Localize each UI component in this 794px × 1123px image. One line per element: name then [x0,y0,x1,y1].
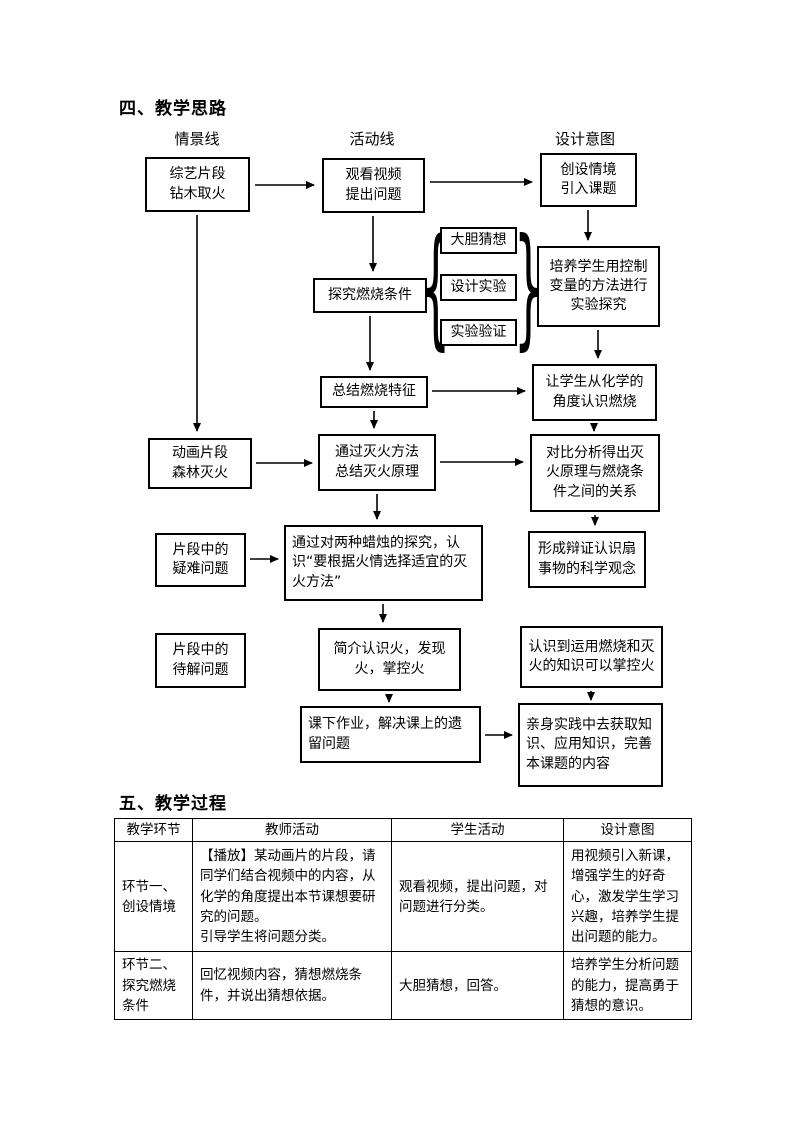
box-variety-clip: 综艺片段 钻木取火 [145,157,250,212]
table-row: 环节二、探究燃烧条件 回忆视频内容，猜想燃烧条件，并说出猜想依据。 大胆猜想，回… [114,951,692,1020]
box-chemistry-view: 让学生从化学的角度认识燃烧 [532,364,657,421]
box-intro-fire: 简介认识火，发现火，掌控火 [318,628,461,691]
column-label-scenario-line: 情景线 [174,130,220,148]
teaching-process-table: 教学环节 教师活动 学生活动 设计意图 环节一、创设情境 【播放】某动画片的片段… [114,817,692,1020]
box-design-experiment: 设计实验 [440,274,517,301]
cell-student-activity: 观看视频，提出问题，对问题进行分类。 [391,841,564,953]
section2-title: 五、教学过程 [119,794,227,814]
box-pending-questions: 片段中的 待解问题 [155,633,246,688]
box-practice: 亲身实践中去获取知识、应用知识，完善本课题的内容 [518,703,663,787]
cell-stage: 环节一、创设情境 [114,841,193,953]
brace-right: } [514,209,544,363]
box-contrast-analysis: 对比分析得出灭火原理与燃烧条件之间的关系 [530,434,660,512]
box-explore-conditions: 探究燃烧条件 [313,278,427,313]
box-extinguish-method: 通过灭火方法 总结灭火原理 [318,434,436,491]
cell-student-activity: 大胆猜想，回答。 [391,951,564,1020]
box-animation-clip: 动画片段 森林灭火 [148,438,252,489]
box-master-fire: 认识到运用燃烧和灭火的知识可以掌控火 [520,626,663,688]
box-watch-video: 观看视频 提出问题 [322,158,425,213]
col-header-stage: 教学环节 [114,817,193,843]
box-homework: 课下作业，解决课上的遗留问题 [300,706,481,763]
cell-design-intent: 用视频引入新课，增强学生的好奇心，激发学生学习兴趣，培养学生提出问题的能力。 [563,841,692,953]
cell-teacher-activity: 【播放】某动画片的片段，请同学们结合视频中的内容，从化学的角度提出本节课想要研究… [192,841,392,953]
box-dialectic-view: 形成辩证认识扇事物的科学观念 [528,531,646,588]
col-header-teacher-activity: 教师活动 [192,817,392,843]
table-header-row: 教学环节 教师活动 学生活动 设计意图 [114,817,692,843]
box-bold-guess: 大胆猜想 [440,227,517,254]
box-summarize-features: 总结燃烧特征 [320,376,428,408]
box-difficult-questions: 片段中的 疑难问题 [155,533,246,587]
box-candle-exploration: 通过对两种蜡烛的探究，认识“要根据火情选择适宜的灭火方法” [284,525,483,601]
col-header-student-activity: 学生活动 [391,817,564,843]
section1-title: 四、教学思路 [119,99,227,119]
cell-design-intent: 培养学生分析问题的能力，提高勇于猜想的意识。 [563,951,692,1020]
box-cultivate-control-variable: 培养学生用控制变量的方法进行实验探究 [537,246,660,327]
column-label-design-intent: 设计意图 [554,130,616,148]
cell-teacher-activity: 回忆视频内容，猜想燃烧条件，并说出猜想依据。 [192,951,392,1020]
column-label-activity-line: 活动线 [349,130,395,148]
cell-stage: 环节二、探究燃烧条件 [114,951,193,1020]
col-header-design-intent: 设计意图 [563,817,692,843]
box-create-scenario: 创设情境 引入课题 [540,153,637,207]
box-experiment-verify: 实验验证 [440,319,517,346]
table-row: 环节一、创设情境 【播放】某动画片的片段，请同学们结合视频中的内容，从化学的角度… [114,841,692,953]
